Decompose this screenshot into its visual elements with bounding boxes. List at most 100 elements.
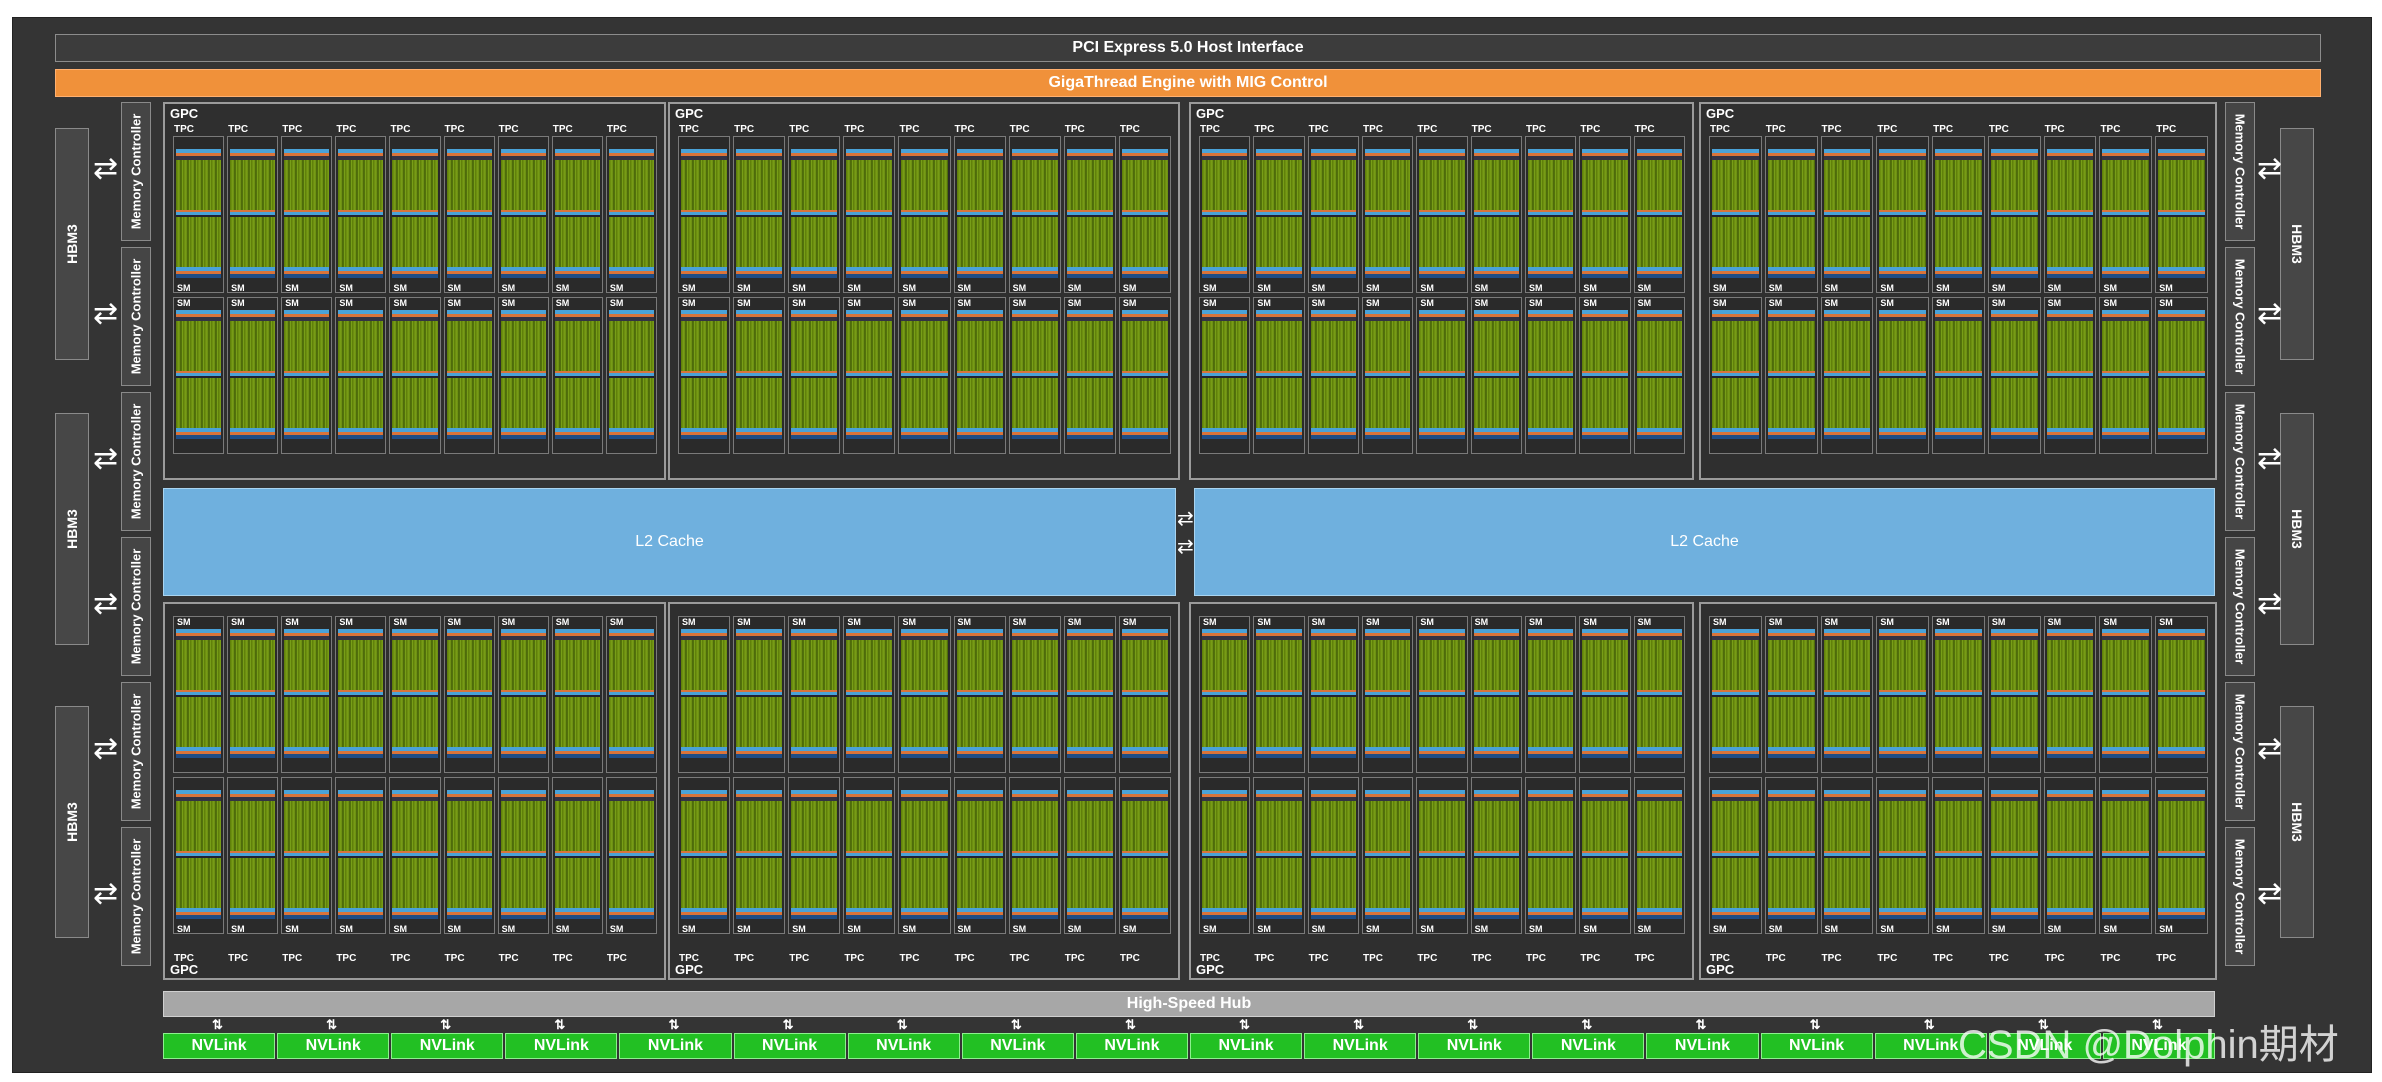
sm-divider bbox=[1823, 692, 1871, 695]
sm-divider bbox=[901, 747, 948, 752]
sm-divider bbox=[1712, 370, 1759, 374]
cuda-core-array bbox=[681, 800, 728, 851]
sm-label: SM bbox=[1122, 617, 1137, 627]
sm-divider bbox=[446, 432, 492, 436]
sm-divider bbox=[1823, 629, 1871, 633]
sm-divider bbox=[1202, 432, 1248, 436]
sm-divider bbox=[956, 432, 1003, 436]
sm-core-block bbox=[500, 629, 546, 758]
sm-label: SM bbox=[737, 924, 751, 934]
sm-unit: SM bbox=[173, 297, 225, 454]
sm-divider bbox=[2046, 855, 2094, 859]
l2-cache-left: L2 Cache bbox=[163, 488, 1176, 596]
sm-divider bbox=[1202, 853, 1248, 856]
cuda-core-array bbox=[1712, 639, 1759, 690]
sm-core-block bbox=[1202, 149, 1248, 278]
cuda-core-array bbox=[736, 639, 783, 690]
memory-controller-label: Memory Controller bbox=[128, 693, 144, 810]
sm-divider bbox=[1823, 790, 1871, 794]
sm-core-block bbox=[1419, 629, 1465, 758]
cuda-core-array bbox=[901, 858, 948, 909]
sm-divider bbox=[608, 316, 654, 321]
sm-unit: SM bbox=[497, 136, 549, 293]
sm-divider bbox=[446, 435, 492, 439]
sm-label: SM bbox=[1583, 298, 1597, 308]
sm-divider bbox=[2046, 915, 2094, 919]
sm-divider bbox=[2158, 853, 2205, 856]
nvlink-label: NVLink bbox=[1560, 1037, 1616, 1054]
hbm3-stack-left: HBM3 bbox=[55, 128, 89, 360]
sm-divider bbox=[2158, 274, 2205, 278]
sm-divider bbox=[2102, 370, 2150, 374]
sm-divider bbox=[2102, 692, 2150, 695]
sm-divider bbox=[1365, 689, 1411, 693]
sm-divider bbox=[1066, 694, 1113, 698]
sm-divider bbox=[392, 908, 438, 913]
sm-divider bbox=[736, 152, 783, 156]
cuda-core-array bbox=[736, 858, 783, 909]
sm-divider bbox=[1202, 313, 1248, 317]
sm-unit: SM bbox=[281, 777, 333, 934]
sm-divider bbox=[1990, 796, 2038, 801]
nvlink-label: NVLink bbox=[1789, 1037, 1845, 1054]
sm-unit: SM bbox=[173, 616, 225, 773]
sm-divider bbox=[1935, 793, 1982, 797]
sm-divider bbox=[392, 855, 438, 859]
sm-divider bbox=[1011, 915, 1058, 919]
cuda-core-array bbox=[2046, 320, 2094, 371]
sm-divider bbox=[1011, 632, 1058, 636]
sm-divider bbox=[846, 790, 893, 794]
cuda-core-array bbox=[1636, 639, 1682, 690]
bidirectional-arrow-icon: ⇄ bbox=[93, 877, 119, 910]
sm-divider bbox=[500, 635, 546, 640]
sm-core-block bbox=[1256, 149, 1302, 278]
sm-divider bbox=[608, 796, 654, 801]
cuda-core-array bbox=[1990, 159, 2038, 210]
sm-divider bbox=[446, 850, 492, 854]
sm-core-block bbox=[2102, 149, 2150, 278]
tpc-label: TPC bbox=[1200, 953, 1220, 964]
sm-divider bbox=[392, 316, 438, 321]
cuda-core-array bbox=[956, 320, 1003, 371]
sm-divider bbox=[284, 855, 330, 859]
sm-label: SM bbox=[2159, 617, 2173, 627]
sm-core-block bbox=[1712, 149, 1759, 278]
sm-divider bbox=[500, 632, 546, 636]
sm-divider bbox=[2158, 373, 2205, 376]
sm-divider bbox=[1365, 316, 1411, 321]
sm-divider bbox=[1310, 435, 1356, 439]
sm-label: SM bbox=[1768, 298, 1783, 308]
sm-divider bbox=[2102, 316, 2150, 321]
sm-divider bbox=[1712, 747, 1759, 752]
bidirectional-arrow-icon: ⇅ bbox=[2037, 1017, 2049, 1032]
hbm3-stack-right: HBM3 bbox=[2280, 706, 2314, 938]
sm-divider bbox=[1202, 152, 1248, 156]
sm-divider bbox=[1365, 435, 1411, 439]
gigathread-label: GigaThread Engine with MIG Control bbox=[1048, 74, 1328, 91]
tpc-label: TPC bbox=[899, 124, 920, 135]
cuda-core-array bbox=[554, 378, 600, 429]
sm-core-block bbox=[230, 790, 276, 919]
nvlink-port: NVLink bbox=[391, 1033, 504, 1059]
sm-divider bbox=[1636, 796, 1682, 801]
cuda-core-array bbox=[1767, 697, 1815, 748]
sm-divider bbox=[791, 694, 838, 698]
sm-core-block bbox=[1935, 310, 1982, 439]
cuda-core-array bbox=[608, 858, 654, 909]
sm-divider bbox=[1121, 915, 1168, 919]
sm-divider bbox=[1990, 912, 2038, 916]
sm-divider bbox=[608, 694, 654, 698]
tpc-label: TPC bbox=[2156, 953, 2177, 964]
sm-core-block bbox=[681, 790, 728, 919]
sm-divider bbox=[284, 790, 330, 794]
sm-divider bbox=[1582, 632, 1628, 636]
bidirectional-arrow-icon: ⇅ bbox=[1124, 1017, 1136, 1032]
sm-divider bbox=[554, 751, 600, 755]
sm-unit: SM bbox=[733, 136, 786, 293]
cuda-core-array bbox=[338, 320, 384, 371]
sm-divider bbox=[1990, 428, 2038, 433]
nvlink-label: NVLink bbox=[419, 1037, 475, 1054]
cuda-core-array bbox=[338, 217, 384, 268]
